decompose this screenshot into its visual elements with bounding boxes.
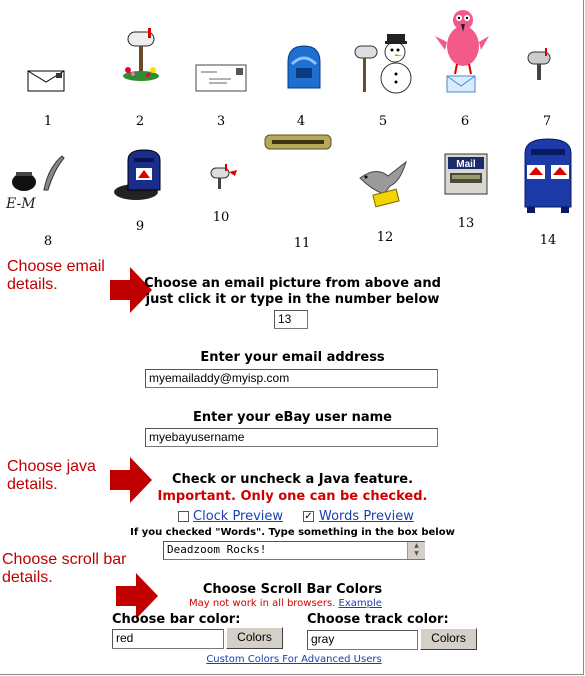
java-warning: Important. Only one can be checked. [157, 489, 428, 504]
picture-number-10[interactable]: 10 [212, 210, 230, 225]
big-mailbox-icon[interactable] [519, 137, 577, 215]
picture-number-12[interactable]: 12 [376, 230, 394, 245]
mail-slot-icon[interactable] [264, 134, 332, 150]
picture-number-6[interactable]: 6 [460, 114, 470, 129]
picture-number-3[interactable]: 3 [216, 114, 226, 129]
svg-text:Mail: Mail [456, 159, 476, 170]
email-address-label: Enter your email address [200, 350, 385, 365]
track-color-input[interactable]: gray [307, 630, 418, 650]
words-preview-link[interactable]: Words Preview [319, 509, 414, 524]
bar-colors-button[interactable]: Colors [226, 627, 283, 649]
dove-letter-icon[interactable] [356, 156, 410, 210]
stamped-letter-icon[interactable] [195, 64, 247, 92]
picture-number-8[interactable]: 8 [43, 234, 53, 249]
java-details-label: Choose java details. [7, 458, 96, 493]
right-arrow-icon [116, 573, 158, 619]
clock-preview-checkbox[interactable] [178, 511, 189, 522]
scroll-down-icon[interactable]: ▼ [414, 550, 419, 557]
picture-number-13[interactable]: 13 [457, 216, 475, 231]
blue-mailbox-icon[interactable] [284, 44, 324, 90]
words-hint: If you checked "Words". Type something i… [130, 527, 455, 538]
example-link[interactable]: Example [338, 598, 382, 609]
picture-instruction-line2: just click it or type in the number belo… [145, 292, 440, 307]
envelope-icon[interactable] [27, 70, 65, 92]
custom-colors-link[interactable]: Custom Colors For Advanced Users [206, 654, 382, 665]
picture-number-14[interactable]: 14 [539, 233, 557, 248]
quill-ink-icon[interactable]: E-M [2, 154, 68, 212]
tiny-mailbox-icon[interactable] [209, 164, 239, 190]
words-preview-checkbox[interactable]: ✓ [303, 511, 314, 522]
picture-number-5[interactable]: 5 [378, 114, 388, 129]
scroll-details-label: Choose scroll bar details. [2, 551, 127, 586]
bar-color-input[interactable]: red [112, 629, 224, 649]
ebay-user-label: Enter your eBay user name [193, 410, 392, 425]
clock-preview-link[interactable]: Clock Preview [193, 509, 284, 524]
scroll-note: May not work in all browsers. Example [189, 598, 382, 609]
mailbox-flowers-icon[interactable] [120, 28, 166, 82]
right-arrow-icon [110, 457, 152, 503]
track-colors-button[interactable]: Colors [420, 628, 477, 650]
bar-color-label: Choose bar color: [112, 612, 241, 627]
picture-number-11[interactable]: 11 [293, 236, 311, 251]
ebay-user-input[interactable]: myebayusername [145, 428, 438, 447]
scroll-up-icon[interactable]: ▲ [414, 542, 419, 549]
email-details-label: Choose email details. [7, 258, 105, 293]
pink-bird-letter-icon[interactable] [433, 6, 491, 94]
right-arrow-icon [110, 267, 152, 313]
words-textarea[interactable]: Deadzoom Rocks! [163, 541, 425, 560]
picture-instruction-line1: Choose an email picture from above and [144, 276, 441, 291]
snowman-mailbox-icon[interactable] [353, 30, 413, 96]
picture-number-9[interactable]: 9 [135, 219, 145, 234]
java-title: Check or uncheck a Java feature. [171, 472, 414, 487]
picture-number-4[interactable]: 4 [296, 114, 306, 129]
scroll-title: Choose Scroll Bar Colors [202, 582, 383, 597]
words-textarea-scrollbar[interactable]: ▲ ▼ [407, 542, 425, 559]
email-address-input[interactable]: myemailaddy@myisp.com [145, 369, 438, 388]
picture-number-1[interactable]: 1 [43, 114, 53, 129]
mail-drop-icon[interactable]: Mail [444, 153, 488, 195]
svg-text:E-M: E-M [5, 196, 36, 212]
picture-number-7[interactable]: 7 [542, 114, 552, 129]
scroll-note-text: May not work in all browsers. [189, 598, 336, 609]
picture-number-input[interactable]: 13 [274, 310, 308, 329]
picture-number-2[interactable]: 2 [135, 114, 145, 129]
small-mailbox-icon[interactable] [525, 48, 555, 82]
track-color-label: Choose track color: [307, 612, 449, 627]
us-mailbox-icon[interactable] [114, 148, 166, 202]
